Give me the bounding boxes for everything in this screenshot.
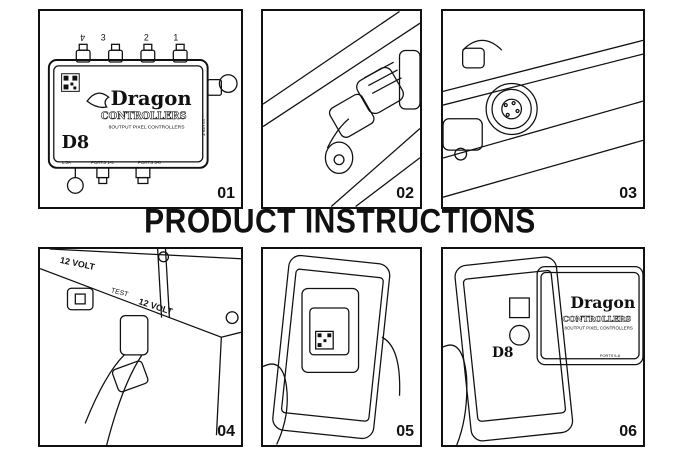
panel-number-04: 04 bbox=[217, 423, 235, 440]
brand-tagline: 8OUTPUT PIXEL CONTROLLERS bbox=[109, 125, 186, 131]
panel-02: 02 bbox=[261, 9, 422, 209]
phone-and-controller-illustration: Dragon CONTROLLERS 8OUTPUT PIXEL CONTROL… bbox=[443, 256, 643, 445]
connector-socket-illustration bbox=[443, 39, 643, 198]
power-plug-illustration: 12 VOLT TEST 12 VOLT bbox=[40, 249, 241, 445]
brand-dragon-06: Dragon bbox=[570, 293, 635, 312]
page-title: PRODUCT INSTRUCTIONS bbox=[144, 202, 536, 241]
panel-01: 4 3 2 1 Dragon CONTROLLERS 8OUTPUT PIXEL… bbox=[38, 9, 243, 209]
connector-unplug-illustration bbox=[263, 11, 420, 207]
panel-05: 05 bbox=[261, 247, 422, 447]
panel-number-01: 01 bbox=[217, 185, 235, 202]
panel-number-06: 06 bbox=[619, 423, 637, 440]
side-voltage-label: 12 VOLT bbox=[201, 119, 206, 137]
brand-controllers: CONTROLLERS bbox=[101, 111, 187, 122]
brand-controllers-06: CONTROLLERS bbox=[563, 315, 632, 324]
panel-number-03: 03 bbox=[619, 185, 637, 202]
panel-04: 12 VOLT TEST 12 VOLT 04 bbox=[38, 247, 243, 447]
panel-number-02: 02 bbox=[396, 185, 414, 202]
ports-right-label: PORTS 5-8 bbox=[138, 160, 161, 165]
test-label: TEST bbox=[110, 287, 130, 299]
ports-right-label-06: PORTS 5-8 bbox=[600, 353, 620, 358]
port-label-1: 1 bbox=[173, 32, 178, 42]
phone-scan-illustration bbox=[263, 254, 401, 445]
ports-left-label: PORTS 1-4 bbox=[91, 160, 114, 165]
port-label-4: 4 bbox=[80, 33, 85, 43]
panel-03: 03 bbox=[441, 9, 645, 209]
port-label-3: 3 bbox=[101, 32, 106, 42]
panel-06: Dragon CONTROLLERS 8OUTPUT PIXEL CONTROL… bbox=[441, 247, 645, 447]
brand-tagline-06: 8OUTPUT PIXEL CONTROLLERS bbox=[565, 325, 633, 330]
voltage-label-top: 12 VOLT bbox=[59, 255, 96, 272]
controller-front-illustration: 4 3 2 1 Dragon CONTROLLERS 8OUTPUT PIXEL… bbox=[47, 32, 238, 194]
fuse-label: 1.5A bbox=[62, 160, 71, 165]
model-d8-06: D8 bbox=[492, 345, 513, 361]
model-d8: D8 bbox=[62, 132, 90, 153]
brand-dragon: Dragon bbox=[111, 87, 192, 110]
panel-number-05: 05 bbox=[396, 423, 414, 440]
port-label-2: 2 bbox=[144, 32, 149, 42]
